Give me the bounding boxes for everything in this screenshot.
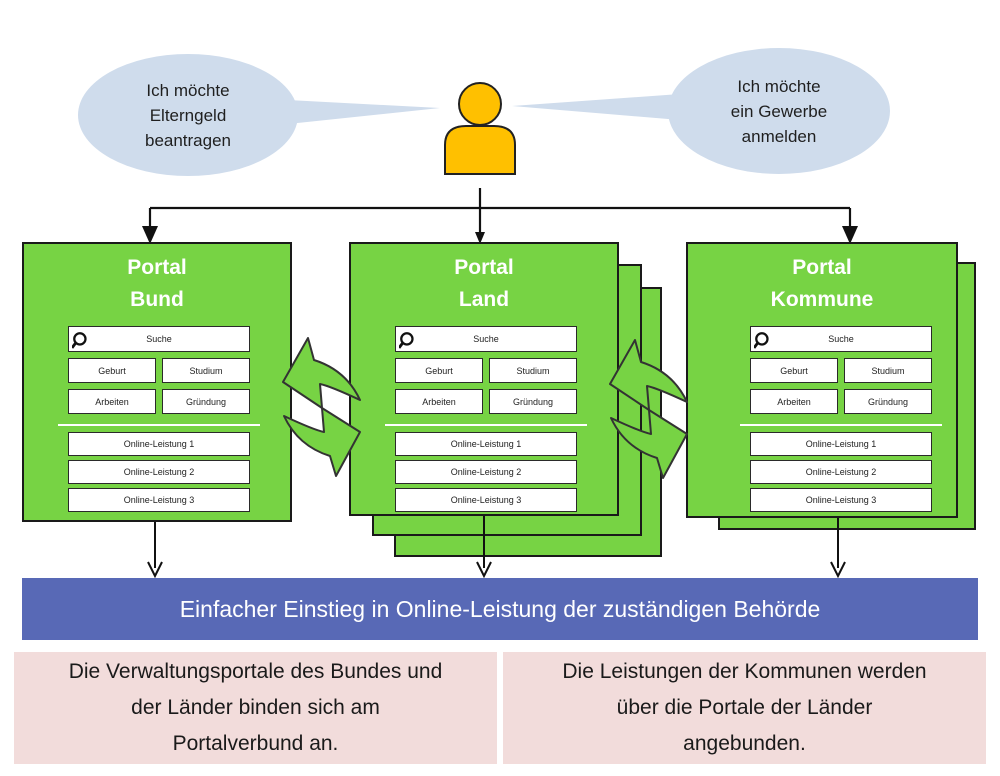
category-button-gruendung[interactable]: Gründung — [844, 389, 932, 414]
banner: Einfacher Einstieg in Online-Leistung de… — [22, 578, 978, 640]
portal-kommune-title: Portal Kommune — [688, 252, 956, 316]
service-button-2[interactable]: Online-Leistung 2 — [750, 460, 932, 484]
portal-land: Portal Land Suche Geburt Studium Arbeite… — [349, 242, 619, 516]
search-label: Suche — [473, 334, 499, 344]
category-button-gruendung[interactable]: Gründung — [489, 389, 577, 414]
bubble-left-line-3: beantragen — [144, 130, 232, 150]
category-button-geburt[interactable]: Geburt — [395, 358, 483, 383]
person-icon — [444, 82, 516, 175]
search-input[interactable]: Suche — [68, 326, 250, 352]
category-button-gruendung[interactable]: Gründung — [162, 389, 250, 414]
note-left: Die Verwaltungsportale des Bundes und de… — [14, 652, 497, 764]
arrowhead-bund — [142, 226, 158, 244]
service-button-3[interactable]: Online-Leistung 3 — [68, 488, 250, 512]
service-button-2[interactable]: Online-Leistung 2 — [68, 460, 250, 484]
search-input[interactable]: Suche — [395, 326, 577, 352]
portal-kommune-title-line-2: Kommune — [770, 288, 874, 311]
category-button-studium[interactable]: Studium — [162, 358, 250, 383]
portal-bund-title: Portal Bund — [24, 252, 290, 316]
bubble-right-line-2: ein Gewerbe — [730, 101, 828, 121]
divider — [385, 424, 587, 426]
note-right: Die Leistungen der Kommunen werden über … — [503, 652, 986, 764]
note-left-line-2: der Länder binden sich am — [131, 696, 380, 719]
search-icon — [399, 332, 414, 349]
speech-bubble-right: Ich möchte ein Gewerbe anmelden — [668, 48, 890, 174]
service-button-1[interactable]: Online-Leistung 1 — [395, 432, 577, 456]
category-button-arbeiten[interactable]: Arbeiten — [750, 389, 838, 414]
service-button-3[interactable]: Online-Leistung 3 — [395, 488, 577, 512]
arrowhead-kommune-down — [830, 561, 846, 579]
note-left-line-1: Die Verwaltungsportale des Bundes und — [68, 660, 443, 683]
arrowhead-land-top — [475, 232, 485, 244]
portal-bund: Portal Bund Suche Geburt Studium Arbeite… — [22, 242, 292, 522]
bubble-right-line-1: Ich möchte — [737, 76, 821, 96]
note-right-line-3: angebunden. — [683, 732, 806, 755]
service-button-1[interactable]: Online-Leistung 1 — [750, 432, 932, 456]
service-button-2[interactable]: Online-Leistung 2 — [395, 460, 577, 484]
arrowhead-kommune — [842, 226, 858, 244]
bubble-right-line-3: anmelden — [741, 126, 817, 146]
arrowhead-bund-down — [147, 561, 163, 579]
arrowhead-land-down — [476, 561, 492, 579]
search-input[interactable]: Suche — [750, 326, 932, 352]
category-button-arbeiten[interactable]: Arbeiten — [68, 389, 156, 414]
bottom-connector-lines — [154, 516, 839, 568]
bubble-left-tail — [288, 100, 440, 124]
exchange-arrows-bund-land-icon — [282, 337, 361, 477]
portal-land-title: Portal Land — [351, 252, 617, 316]
search-label: Suche — [146, 334, 172, 344]
banner-text: Einfacher Einstieg in Online-Leistung de… — [179, 595, 821, 622]
category-button-geburt[interactable]: Geburt — [750, 358, 838, 383]
portal-land-title-line-1: Portal — [454, 256, 514, 279]
category-button-studium[interactable]: Studium — [489, 358, 577, 383]
category-button-arbeiten[interactable]: Arbeiten — [395, 389, 483, 414]
divider — [58, 424, 260, 426]
note-left-line-3: Portalverbund an. — [172, 732, 339, 755]
bubble-left-line-2: Elterngeld — [149, 105, 227, 125]
service-button-3[interactable]: Online-Leistung 3 — [750, 488, 932, 512]
note-right-line-1: Die Leistungen der Kommunen werden — [562, 660, 927, 683]
exchange-arrows-land-kommune-icon — [609, 339, 688, 479]
speech-bubble-left: Ich möchte Elterngeld beantragen — [78, 54, 298, 176]
category-button-geburt[interactable]: Geburt — [68, 358, 156, 383]
bubble-right-tail — [512, 94, 680, 120]
search-icon — [72, 332, 87, 349]
bubble-left-line-1: Ich möchte — [146, 80, 230, 100]
category-button-studium[interactable]: Studium — [844, 358, 932, 383]
note-right-line-2: über die Portale der Länder — [616, 696, 873, 719]
portal-land-title-line-2: Land — [458, 288, 510, 311]
portal-kommune: Portal Kommune Suche Geburt Studium Arbe… — [686, 242, 958, 518]
portal-kommune-title-line-1: Portal — [792, 256, 852, 279]
portal-bund-title-line-2: Bund — [130, 288, 184, 311]
service-button-1[interactable]: Online-Leistung 1 — [68, 432, 250, 456]
search-icon — [754, 332, 769, 349]
divider — [740, 424, 942, 426]
search-label: Suche — [828, 334, 854, 344]
portal-bund-title-line-1: Portal — [127, 256, 187, 279]
